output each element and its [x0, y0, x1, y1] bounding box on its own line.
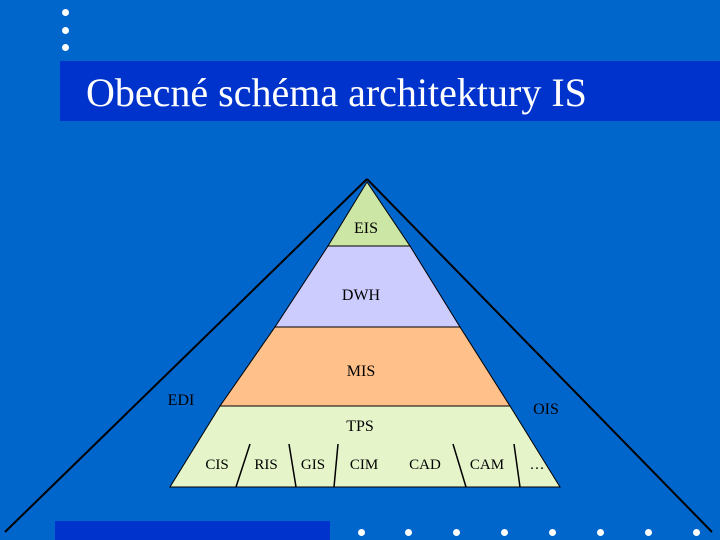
outer-triangle-left-edge	[4, 178, 368, 533]
subsystem-label: CAD	[409, 457, 441, 473]
subsystem-label: …	[530, 457, 545, 473]
decoration-dot	[693, 529, 700, 536]
level-tps-label: TPS	[346, 418, 374, 435]
slide-title: Obecné schéma architektury IS	[86, 70, 587, 115]
subsystem-label: CIS	[205, 457, 228, 473]
bottom-bar	[55, 521, 330, 540]
outer-triangle-right-edge	[366, 178, 713, 533]
level-dwh-label: DWH	[342, 287, 381, 304]
level-tps-band	[169, 405, 561, 488]
subsystem-label: CIM	[350, 457, 378, 473]
subsystem-dividers	[235, 443, 521, 488]
decoration-dot	[597, 529, 604, 536]
subsystem-label: CAM	[470, 457, 504, 473]
decoration-dot	[62, 27, 69, 34]
level-mis-label: MIS	[347, 363, 375, 380]
decoration-dot	[62, 44, 69, 51]
decoration-dot	[405, 529, 412, 536]
decoration-dot	[358, 529, 365, 536]
side-label-ois: OIS	[533, 401, 559, 418]
side-label-edi: EDI	[168, 392, 195, 409]
subsystem-label: RIS	[254, 457, 277, 473]
subsystem-label: GIS	[301, 457, 325, 473]
title-bar: Obecné schéma architektury IS	[60, 61, 720, 121]
level-eis-label: EIS	[354, 220, 378, 237]
decoration-dot	[645, 529, 652, 536]
decoration-dot	[549, 529, 556, 536]
decoration-dot	[501, 529, 508, 536]
decoration-dot	[62, 9, 69, 16]
decoration-dot	[453, 529, 460, 536]
